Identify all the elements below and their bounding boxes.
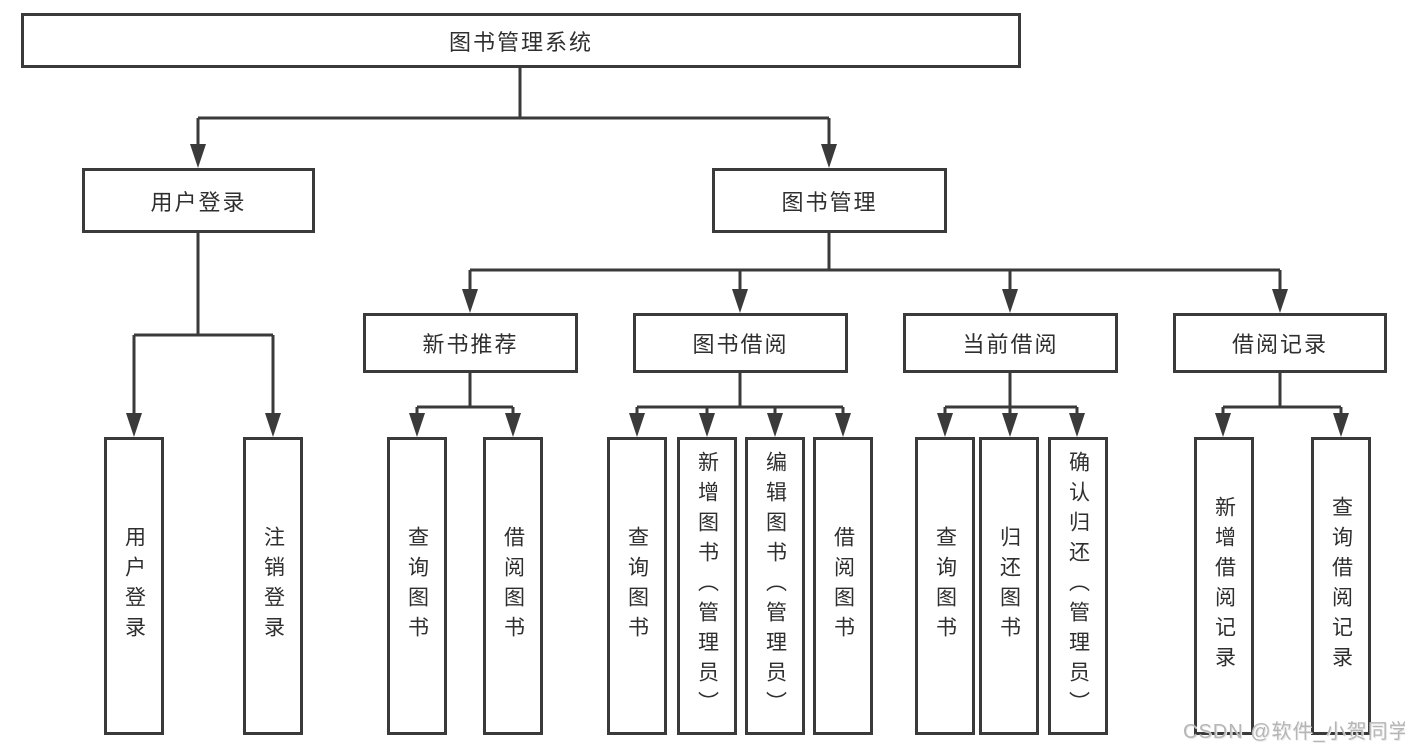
arrow-down-icons: [126, 144, 1349, 437]
node-book-management: 图书管理: [712, 168, 947, 233]
leaf-return-book: 归还图书: [979, 437, 1039, 735]
leaf-borrow-book-recommend: 借阅图书: [483, 437, 543, 735]
leaf-edit-book-admin-label: 编辑图书（管理员）: [763, 451, 787, 721]
csdn-watermark: CSDN @软件_小贺同学: [1183, 721, 1405, 743]
node-current-borrow-label: 当前借阅: [962, 332, 1059, 357]
leaf-add-borrow-record: 新增借阅记录: [1194, 437, 1254, 735]
leaf-query-borrow-record: 查询借阅记录: [1311, 437, 1371, 735]
node-root-label: 图书管理系统: [448, 29, 593, 55]
leaf-borrow-book-label: 借阅图书: [831, 526, 855, 646]
node-new-book-recommend: 新书推荐: [363, 313, 578, 373]
leaf-query-book-borrow-label: 查询图书: [625, 526, 649, 646]
leaf-query-borrow-record-label: 查询借阅记录: [1329, 496, 1353, 676]
leaf-query-book-current: 查询图书: [915, 437, 975, 735]
node-user-login-label: 用户登录: [150, 189, 247, 215]
leaf-query-book-current-label: 查询图书: [933, 526, 957, 646]
leaf-edit-book-admin: 编辑图书（管理员）: [745, 437, 805, 735]
node-current-borrow: 当前借阅: [903, 313, 1118, 373]
leaf-add-book-admin-label: 新增图书（管理员）: [695, 451, 719, 721]
leaf-add-borrow-record-label: 新增借阅记录: [1212, 496, 1236, 676]
node-book-management-label: 图书管理: [781, 189, 878, 215]
leaf-logout-label: 注销登录: [261, 526, 285, 646]
leaf-borrow-book: 借阅图书: [813, 437, 873, 735]
leaf-logout: 注销登录: [243, 437, 303, 735]
leaf-query-book-borrow: 查询图书: [607, 437, 667, 735]
node-borrow-records-label: 借阅记录: [1231, 332, 1328, 357]
leaf-confirm-return-admin: 确认归还（管理员）: [1048, 437, 1108, 735]
leaf-confirm-return-admin-label: 确认归还（管理员）: [1066, 451, 1090, 721]
node-borrow-records: 借阅记录: [1173, 313, 1387, 373]
leaf-user-login: 用户登录: [104, 437, 164, 735]
leaf-borrow-book-recommend-label: 借阅图书: [501, 526, 525, 646]
node-user-login: 用户登录: [82, 168, 315, 233]
leaf-return-book-label: 归还图书: [997, 526, 1021, 646]
node-root: 图书管理系统: [21, 13, 1021, 68]
leaf-query-book-recommend-label: 查询图书: [405, 526, 429, 646]
node-book-borrow: 图书借阅: [633, 313, 848, 373]
connector-lines: [132, 68, 1343, 417]
leaf-user-login-label: 用户登录: [122, 526, 146, 646]
node-new-book-recommend-label: 新书推荐: [422, 332, 519, 357]
leaf-query-book-recommend: 查询图书: [387, 437, 447, 735]
node-book-borrow-label: 图书借阅: [692, 332, 789, 357]
leaf-add-book-admin: 新增图书（管理员）: [677, 437, 737, 735]
